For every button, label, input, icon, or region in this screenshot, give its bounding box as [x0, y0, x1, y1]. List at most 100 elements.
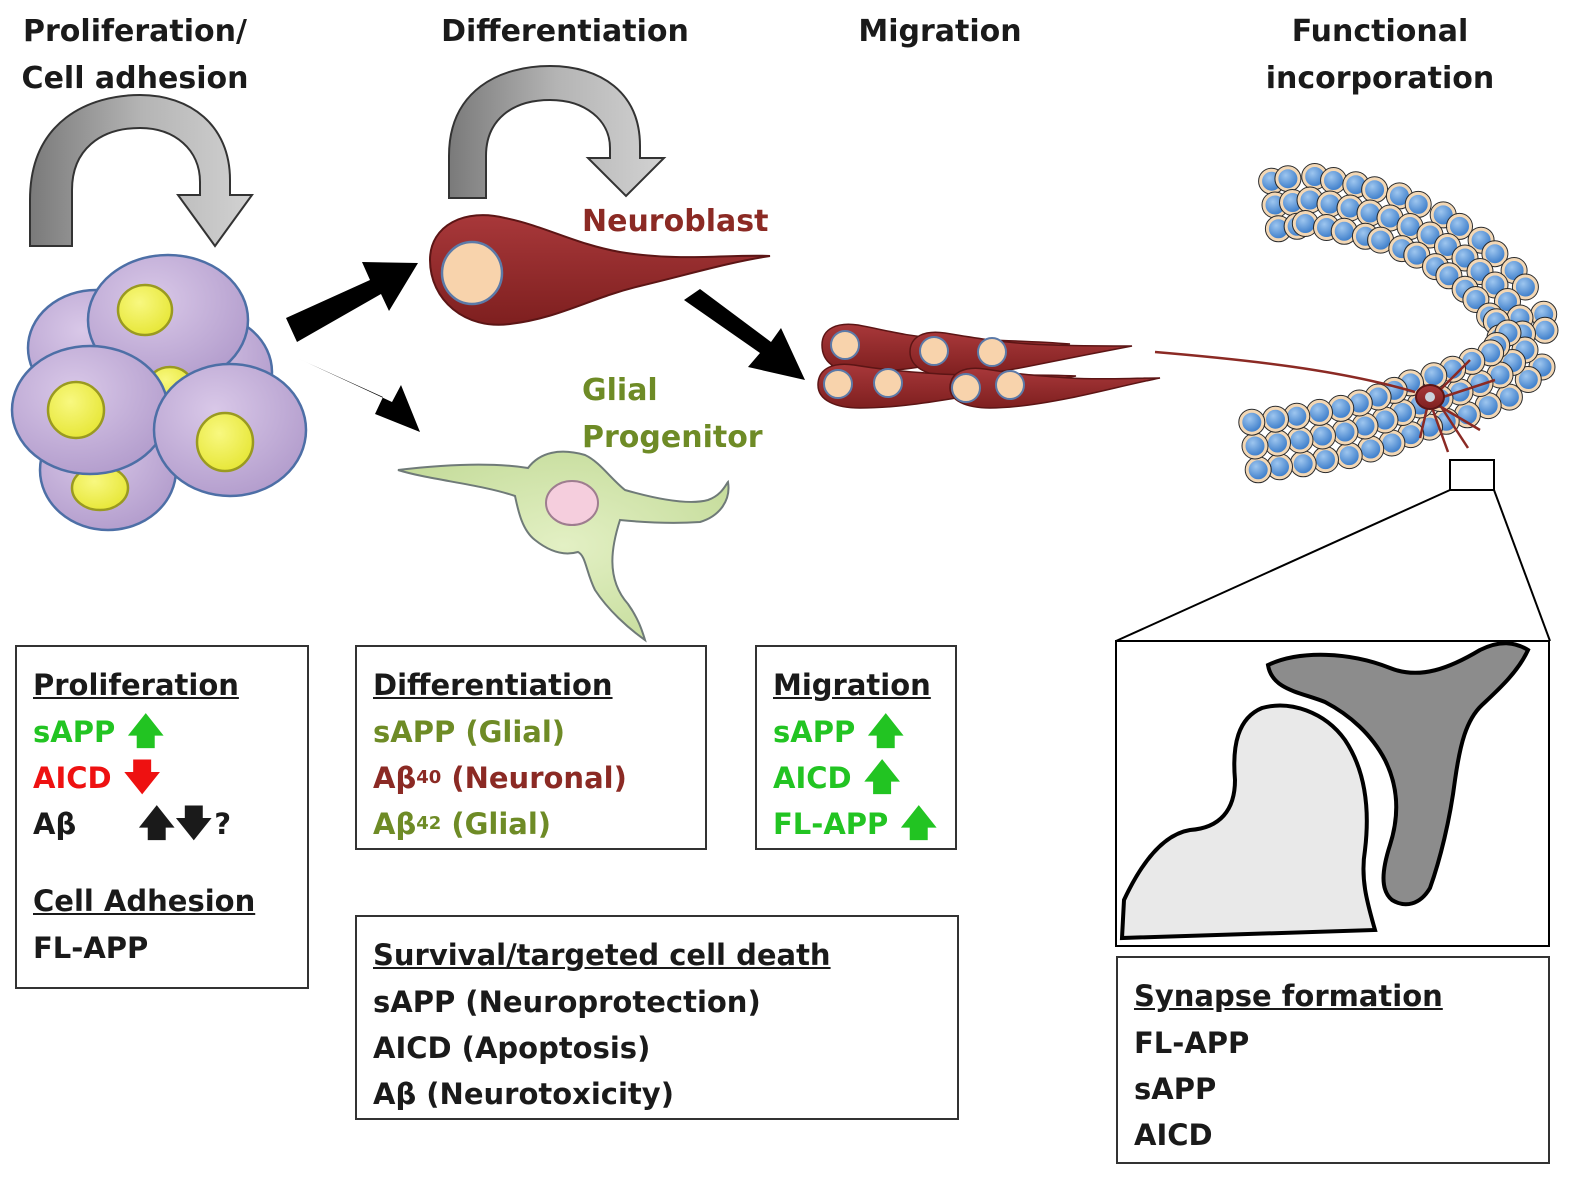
syn-row-sapp: sAPP — [1134, 1072, 1217, 1106]
diff-ab42-rest: (Glial) — [441, 807, 552, 841]
granule-cell — [1463, 287, 1489, 312]
granule-cell — [1404, 242, 1430, 268]
label-neuroblast: Neuroblast — [582, 204, 769, 239]
box-proliferation-title: Proliferation — [33, 668, 239, 702]
box-synapse-formation: Synapse formation FL-APP sAPP AICD — [1116, 956, 1550, 1164]
prolif-row-abeta: Aβ 🡅 🡇 ? — [33, 801, 291, 847]
granule-cell — [1267, 454, 1292, 480]
granule-cell-outline — [1514, 366, 1542, 393]
arrow-up-icon: 🡅 — [867, 711, 905, 752]
mig-aicd-text: AICD — [773, 761, 852, 795]
curved-arrow-differentiation — [448, 64, 667, 199]
heading-migration: Migration — [858, 14, 1022, 49]
mig-flapp-text: FL-APP — [773, 807, 889, 841]
heading-functional-line1: Functional — [1291, 14, 1469, 49]
box-cell-adhesion-title: Cell Adhesion — [33, 884, 256, 918]
diff-sapp-rest: (Glial) — [455, 715, 566, 749]
granule-cell — [1321, 168, 1346, 193]
prolif-row-sapp: sAPP 🡅 — [33, 709, 291, 755]
syn-row-aicd: AICD — [1134, 1118, 1213, 1152]
box-synapse-title: Synapse formation — [1134, 979, 1443, 1013]
heading-functional-incorporation: Functional incorporation — [1250, 8, 1510, 102]
granule-cell — [1336, 443, 1362, 469]
granule-cell — [1242, 433, 1268, 459]
diff-ab40-prefix: Aβ — [373, 761, 417, 795]
stem-cell-cluster — [10, 253, 308, 532]
granule-cell — [1368, 227, 1394, 253]
heading-differentiation: Differentiation — [441, 14, 689, 49]
diff-ab40-sub: 40 — [416, 767, 442, 788]
label-glial-progenitor: Glial Progenitor — [582, 367, 763, 461]
granule-cell — [1287, 427, 1313, 453]
box-differentiation-title: Differentiation — [373, 668, 613, 702]
granule-cell — [1265, 430, 1290, 456]
granule-cell — [1245, 457, 1271, 483]
heading-proliferation-line1: Proliferation/ — [23, 14, 247, 49]
granule-cell — [1358, 436, 1384, 462]
mig-row-aicd: AICD 🡅 — [773, 755, 939, 801]
box-survival: Survival/targeted cell death sAPP (Neuro… — [355, 915, 959, 1120]
granule-cell-outline — [1462, 286, 1490, 313]
migrating-neuroblasts — [817, 323, 1161, 409]
glial-progenitor-cell — [397, 450, 730, 643]
arrow-up-icon: 🡅 — [127, 711, 165, 752]
granule-cell-outline — [1467, 226, 1495, 254]
curved-arrow-proliferation — [29, 93, 254, 248]
arrow-to-glial — [297, 358, 420, 432]
arrow-to-neuroblast — [286, 262, 418, 342]
granule-cell-outline — [1435, 262, 1463, 290]
granule-cell-outline — [1451, 244, 1479, 272]
granule-cell — [1421, 363, 1447, 389]
integrated-neuron — [1154, 350, 1496, 453]
granule-cell — [1263, 406, 1288, 432]
granule-cell-outline — [1466, 258, 1494, 285]
granule-cell-outline — [1238, 408, 1266, 436]
box-proliferation: Proliferation sAPP 🡅 AICD 🡇 Aβ 🡅 🡇 ? Cel… — [15, 645, 309, 989]
prolif-sapp-text: sAPP — [33, 715, 116, 749]
granule-cell — [1332, 419, 1358, 445]
arrow-up-icon: 🡅 — [138, 803, 176, 844]
arrow-to-migration — [684, 289, 805, 380]
granule-cell — [1307, 399, 1332, 425]
granule-cell-outline — [1511, 273, 1539, 301]
label-glial-line1: Glial — [582, 373, 658, 408]
granule-cell — [1362, 177, 1388, 203]
arrow-up-icon: 🡅 — [863, 757, 901, 798]
prolif-abeta-question: ? — [214, 807, 232, 841]
heading-functional-line2: incorporation — [1265, 61, 1495, 96]
box-migration: Migration sAPP 🡅 AICD 🡅 FL-APP 🡅 — [755, 645, 957, 850]
granule-cell — [1405, 191, 1431, 217]
granule-cell — [1239, 409, 1265, 435]
diff-sapp-prefix: sAPP — [373, 715, 456, 749]
granule-cell — [1310, 423, 1335, 449]
syn-row-flapp: FL-APP — [1134, 1026, 1250, 1060]
prolif-row-aicd: AICD 🡇 — [33, 755, 291, 801]
diff-ab42-sub: 42 — [416, 813, 442, 834]
box-survival-title: Survival/targeted cell death — [373, 938, 831, 972]
diff-ab42-prefix: Aβ — [373, 807, 417, 841]
surv-row-sapp: sAPP (Neuroprotection) — [373, 985, 761, 1019]
diff-ab40-rest: (Neuronal) — [441, 761, 627, 795]
prolif-aicd-text: AICD — [33, 761, 112, 795]
arrow-down-icon: 🡇 — [175, 803, 213, 844]
granule-cell-outline — [1446, 212, 1473, 240]
arrow-up-icon: 🡅 — [900, 803, 938, 844]
synapse-illustration — [1119, 641, 1531, 941]
granule-cell — [1275, 166, 1301, 192]
granule-cell — [1313, 447, 1338, 473]
mig-sapp-text: sAPP — [773, 715, 856, 749]
heading-proliferation-line2: Cell adhesion — [21, 61, 249, 96]
neuroblast-cell — [428, 214, 771, 326]
surv-row-abeta: Aβ (Neurotoxicity) — [373, 1077, 674, 1111]
mig-row-sapp: sAPP 🡅 — [773, 709, 939, 755]
dentate-gyrus-granule-layer — [1238, 163, 1559, 484]
surv-row-aicd: AICD (Apoptosis) — [373, 1031, 651, 1065]
granule-cell — [1496, 384, 1522, 410]
prolif-abeta-text: Aβ — [33, 807, 77, 841]
granule-cell — [1482, 241, 1508, 267]
granule-cell — [1331, 218, 1357, 244]
